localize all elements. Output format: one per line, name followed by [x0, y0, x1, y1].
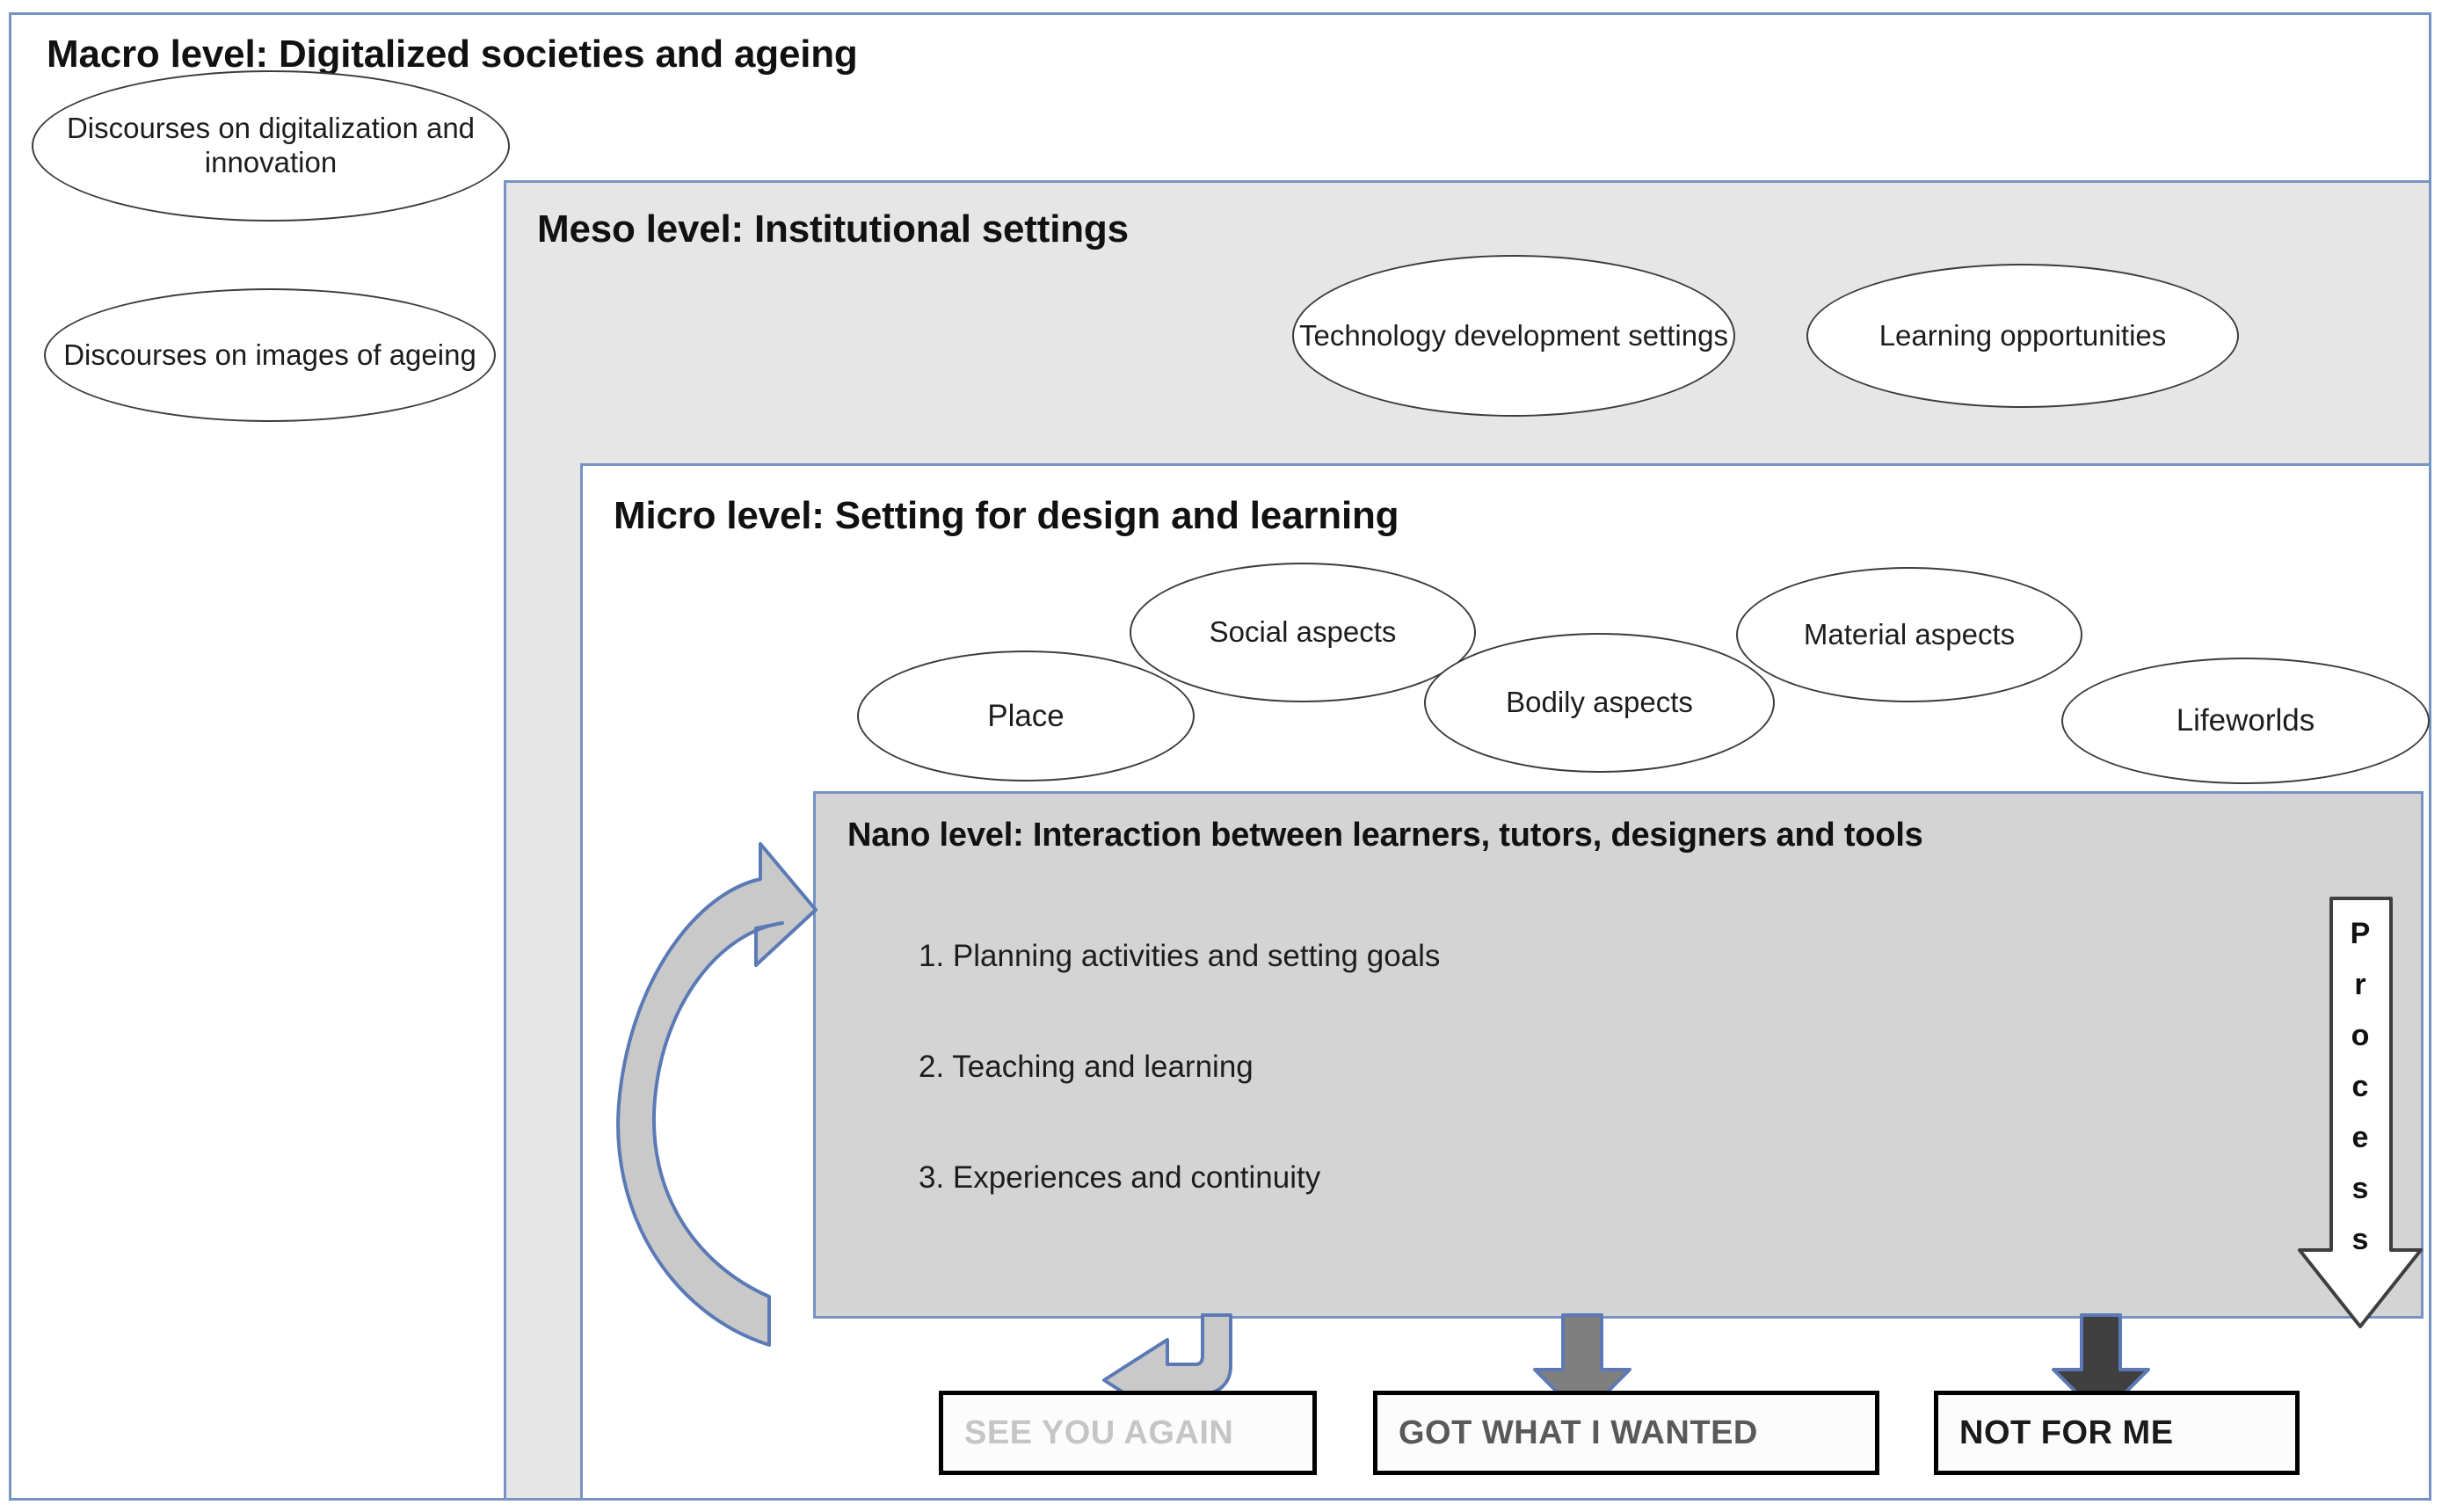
ellipse-label: Learning opportunities [1879, 318, 2167, 352]
process-letter-5: s [2351, 1172, 2369, 1205]
ellipse-label: Technology development settings [1299, 318, 1728, 352]
ellipse-label: Discourses on digitalization and innovat… [66, 112, 476, 178]
nano-level-frame: Nano level: Interaction between learners… [813, 791, 2424, 1319]
outcome-label: NOT FOR ME [1959, 1414, 2174, 1451]
micro-level-title: Micro level: Setting for design and lear… [614, 494, 1399, 537]
ellipse-label: Bodily aspects [1506, 686, 1693, 719]
ellipse-material-aspects: Material aspects [1736, 567, 2082, 702]
ellipse-place: Place [857, 651, 1195, 781]
ellipse-discourses-ageing: Discourses on images of ageing [44, 288, 496, 422]
process-letter-6: s [2351, 1223, 2369, 1256]
outcome-label: GOT WHAT I WANTED [1399, 1414, 1758, 1451]
nano-step-2: 2. Teaching and learning [919, 1050, 1254, 1084]
outcome-label: SEE YOU AGAIN [964, 1414, 1234, 1451]
ellipse-discourses-digitalization: Discourses on digitalization and innovat… [32, 70, 510, 222]
ellipse-label: Lifeworlds [2176, 703, 2315, 738]
outcome-box-not-for-me[interactable]: NOT FOR ME [1934, 1391, 2300, 1475]
ellipse-label: Discourses on images of ageing [63, 338, 476, 371]
ellipse-learning-opportunities: Learning opportunities [1806, 264, 2239, 408]
nano-level-title: Nano level: Interaction between learners… [847, 817, 1923, 854]
ellipse-lifeworlds: Lifeworlds [2061, 658, 2430, 784]
ellipse-social-aspects: Social aspects [1130, 563, 1476, 702]
nano-step-3: 3. Experiences and continuity [919, 1160, 1321, 1195]
ellipse-label: Material aspects [1803, 617, 2016, 651]
process-arrow-label: P r o c e s s [2331, 919, 2389, 1276]
process-down-arrow-icon [2298, 897, 2423, 1328]
process-letter-2: o [2351, 1019, 2370, 1052]
process-letter-4: e [2351, 1121, 2369, 1154]
ellipse-label: Social aspects [1209, 615, 1397, 649]
circular-feedback-arrow-icon [616, 842, 818, 1347]
ellipse-bodily-aspects: Bodily aspects [1424, 633, 1775, 773]
meso-level-title: Meso level: Institutional settings [537, 207, 1129, 251]
process-letter-1: r [2354, 968, 2366, 1001]
ellipse-technology-development-settings: Technology development settings [1292, 255, 1735, 417]
macro-level-title: Macro level: Digitalized societies and a… [47, 33, 858, 76]
outcome-box-see-you-again[interactable]: SEE YOU AGAIN [939, 1391, 1317, 1475]
ellipse-label: Place [987, 698, 1065, 733]
process-letter-0: P [2350, 917, 2371, 950]
outcome-box-got-what-i-wanted[interactable]: GOT WHAT I WANTED [1373, 1391, 1879, 1475]
process-letter-3: c [2351, 1070, 2369, 1103]
nano-step-1: 1. Planning activities and setting goals [919, 939, 1441, 973]
